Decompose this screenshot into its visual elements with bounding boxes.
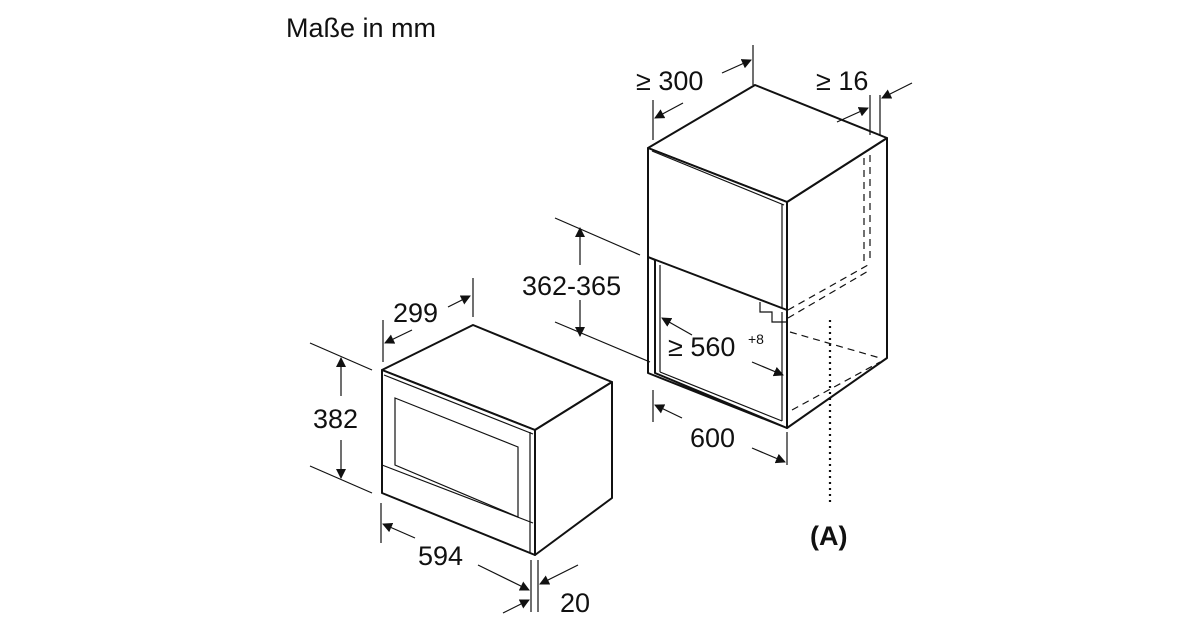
front-projection-label: 20 — [560, 588, 590, 618]
marker-a-label: (A) — [810, 521, 847, 551]
appliance-height-label: 382 — [313, 404, 358, 434]
microwave-drawing — [381, 324, 613, 556]
appliance-depth-label: 299 — [393, 298, 438, 328]
niche-height-label: 362-365 — [522, 271, 621, 301]
top-depth-label: ≥ 300 — [636, 66, 703, 96]
cabinet-drawing — [647, 84, 888, 429]
niche-width-tolerance: +8 — [748, 331, 764, 347]
appliance-width-label: 594 — [418, 541, 463, 571]
page-title: Maße in mm — [286, 13, 436, 43]
side-thickness-label: ≥ 16 — [816, 66, 868, 96]
cabinet-dimensions — [554, 45, 913, 465]
microwave-dimensions — [309, 278, 579, 614]
niche-width-label: ≥ 560 — [668, 332, 735, 362]
cabinet-width-label: 600 — [690, 423, 735, 453]
